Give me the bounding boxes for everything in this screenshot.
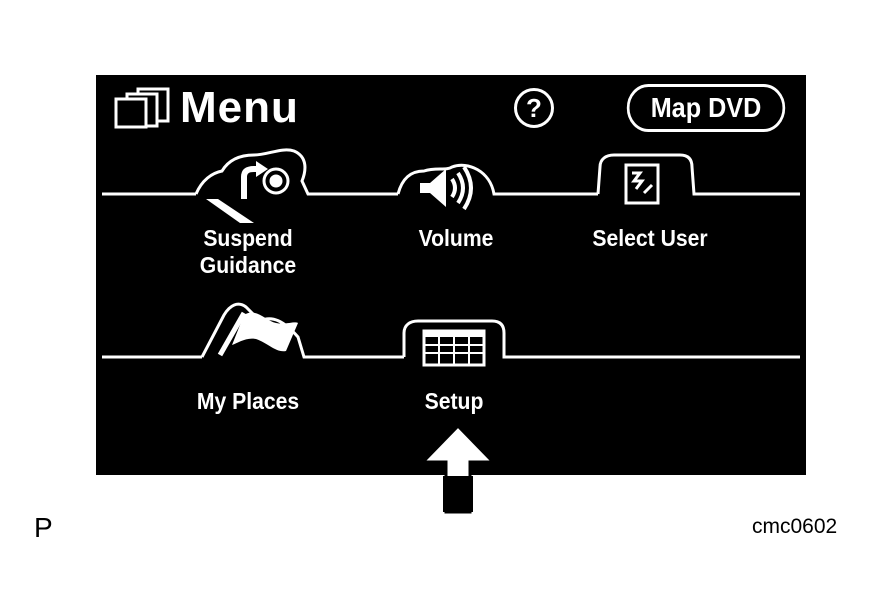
volume-button[interactable]: Volume xyxy=(356,153,556,253)
speaker-icon xyxy=(420,165,473,211)
menu-header-icon xyxy=(114,87,172,134)
flag-icon xyxy=(217,311,298,357)
select-user-label: Select User xyxy=(592,225,708,251)
help-button[interactable]: ? xyxy=(514,88,554,128)
suspend-label-line2: Guidance xyxy=(199,252,297,278)
map-dvd-button[interactable]: Map DVD xyxy=(626,84,786,132)
route-icon xyxy=(206,161,290,223)
my-places-button[interactable]: My Places xyxy=(148,303,348,414)
menu-screen: Menu ? Map DVD Suspend Guidance xyxy=(96,75,806,475)
my-places-label: My Places xyxy=(196,388,300,414)
setup-label: Setup xyxy=(424,388,484,414)
suspend-guidance-button[interactable]: Suspend Guidance xyxy=(148,153,348,283)
setup-button[interactable]: Setup xyxy=(354,303,554,414)
select-user-button[interactable]: Select User xyxy=(550,153,750,253)
suspend-label-line1: Suspend xyxy=(203,225,293,251)
user-card-icon xyxy=(624,163,660,205)
figure-code: cmc0602 xyxy=(752,515,838,538)
page-title: Menu xyxy=(180,83,299,132)
figure-mark: P xyxy=(34,512,53,543)
grid-icon xyxy=(422,329,486,367)
volume-label: Volume xyxy=(418,225,494,251)
